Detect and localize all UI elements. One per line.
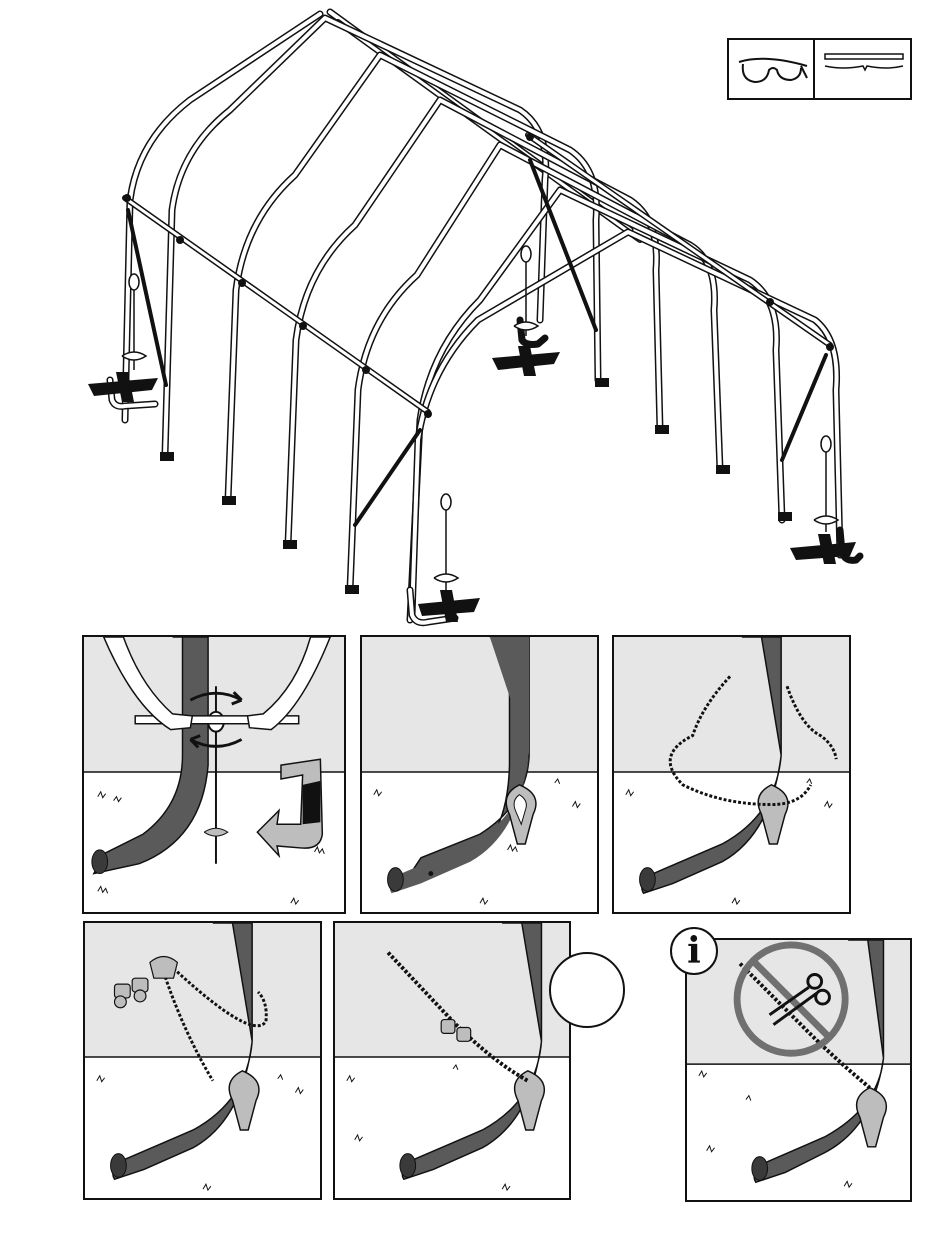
step-thread-cable xyxy=(612,635,851,914)
step-do-not-cut xyxy=(685,938,912,1202)
step-screw-anchor xyxy=(82,635,346,914)
info-icon: i xyxy=(670,927,718,975)
anchor-position-markers xyxy=(88,346,856,622)
tools-required-box xyxy=(727,38,912,100)
callout-circle xyxy=(549,952,625,1028)
tools-divider xyxy=(813,40,815,98)
step-tighten-clamp xyxy=(333,921,571,1200)
step-anchor-installed xyxy=(360,635,599,914)
safety-glasses-icon xyxy=(735,50,809,90)
step-attach-clamps xyxy=(83,921,322,1200)
cable-icon xyxy=(823,48,907,78)
